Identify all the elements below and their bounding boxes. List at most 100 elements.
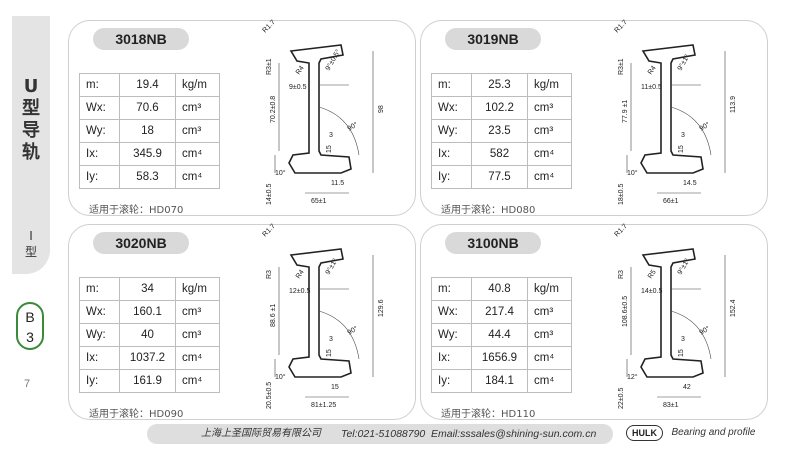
- spec-label: Wx:: [431, 96, 472, 120]
- angle-label: 90°: [346, 324, 359, 336]
- inner-width-label: 14.5: [683, 180, 697, 187]
- flange-angle-label: 10°: [275, 373, 286, 381]
- wheel-note: 适用于滚轮：HD070: [89, 205, 184, 216]
- radius-r4-label: R4: [647, 65, 658, 76]
- radius-r3-label: R3±1: [618, 58, 625, 75]
- category-subtitle: I 型: [24, 229, 37, 259]
- spec-label: Ix:: [431, 142, 472, 166]
- spec-unit: cm³: [175, 300, 220, 324]
- flange-thickness-label: 18±0.5: [618, 184, 625, 205]
- brand-mark: HULK Bearing and profile: [626, 424, 755, 444]
- page-number: 7: [24, 378, 31, 390]
- radius-r3-label: R3: [618, 270, 625, 279]
- spec-label: m:: [431, 277, 472, 301]
- spec-label: m:: [79, 277, 120, 301]
- spec-value: 40: [119, 323, 176, 347]
- spec-value: 77.5: [471, 165, 528, 189]
- length-15-label: 15: [326, 349, 333, 357]
- height-label: 98: [378, 105, 385, 113]
- spec-value: 1037.2: [119, 346, 176, 370]
- height-label: 152.4: [730, 299, 737, 317]
- slope-label: 9°±0.5°: [324, 48, 343, 72]
- radius-top-label: R1.7: [613, 19, 628, 34]
- spec-unit: cm⁴: [527, 369, 572, 393]
- phone-number: Tel:021-51088790: [341, 428, 426, 440]
- angle-arc: [670, 106, 712, 156]
- spec-value: 184.1: [471, 369, 528, 393]
- spec-label: Iy:: [79, 165, 120, 189]
- spec-value: 1656.9: [471, 346, 528, 370]
- spec-value: 217.4: [471, 300, 528, 324]
- flange-thickness-label: 14±0.5: [266, 184, 273, 205]
- spec-value: 345.9: [119, 142, 176, 166]
- spec-unit: cm⁴: [175, 369, 220, 393]
- length-15-label: 15: [326, 145, 333, 153]
- spec-value: 44.4: [471, 323, 528, 347]
- length-15-label: 15: [678, 145, 685, 153]
- profile-outline: [640, 44, 704, 174]
- spec-unit: cm³: [175, 119, 220, 143]
- web-height-label: 70.2±0.8: [270, 96, 277, 123]
- angle-arc: [670, 310, 712, 360]
- web-thickness-label: 9±0.5: [289, 84, 307, 91]
- product-code: 3019NB: [445, 28, 541, 50]
- flange-angle-label: 12°: [627, 373, 638, 381]
- spec-value: 34: [119, 277, 176, 301]
- height-label: 129.6: [378, 299, 385, 317]
- spec-label: Iy:: [431, 369, 472, 393]
- spec-unit: cm⁴: [175, 346, 220, 370]
- wheel-note: 适用于滚轮：HD080: [441, 205, 536, 216]
- spec-label: Ix:: [431, 346, 472, 370]
- web-thickness-label: 12±0.5: [289, 288, 310, 295]
- radius-r4-label: R4: [295, 65, 306, 76]
- web-thickness-label: 14±0.5: [641, 288, 662, 295]
- angle-label: 90°: [698, 120, 711, 132]
- spec-value: 58.3: [119, 165, 176, 189]
- spec-label: Ix:: [79, 142, 120, 166]
- inner-width-label: 42: [683, 384, 691, 391]
- web-thickness-label: 11±0.5: [641, 84, 662, 91]
- category-title: U 型 导 轨: [22, 76, 40, 163]
- spec-label: Wy:: [431, 119, 472, 143]
- spec-label: Iy:: [79, 369, 120, 393]
- radius-top-label: R1.7: [261, 223, 276, 238]
- thickness-3-label: 3: [329, 336, 333, 343]
- radius-r4-label: R5: [647, 269, 658, 280]
- spec-unit: cm³: [527, 323, 572, 347]
- web-height-label: 77.9 ±1: [622, 100, 629, 123]
- spec-unit: cm⁴: [527, 346, 572, 370]
- profile-outline: [288, 248, 352, 378]
- inner-width-label: 15: [331, 384, 339, 391]
- web-height-label: 108.6±0.5: [622, 296, 629, 327]
- product-code: 3020NB: [93, 232, 189, 254]
- spec-value: 161.9: [119, 369, 176, 393]
- spec-unit: cm³: [527, 96, 572, 120]
- radius-top-label: R1.7: [613, 223, 628, 238]
- side-tab: U 型 导 轨 I 型: [12, 16, 50, 274]
- angle-arc: [318, 310, 360, 360]
- angle-arc: [318, 106, 360, 156]
- inner-width-label: 11.5: [331, 180, 344, 187]
